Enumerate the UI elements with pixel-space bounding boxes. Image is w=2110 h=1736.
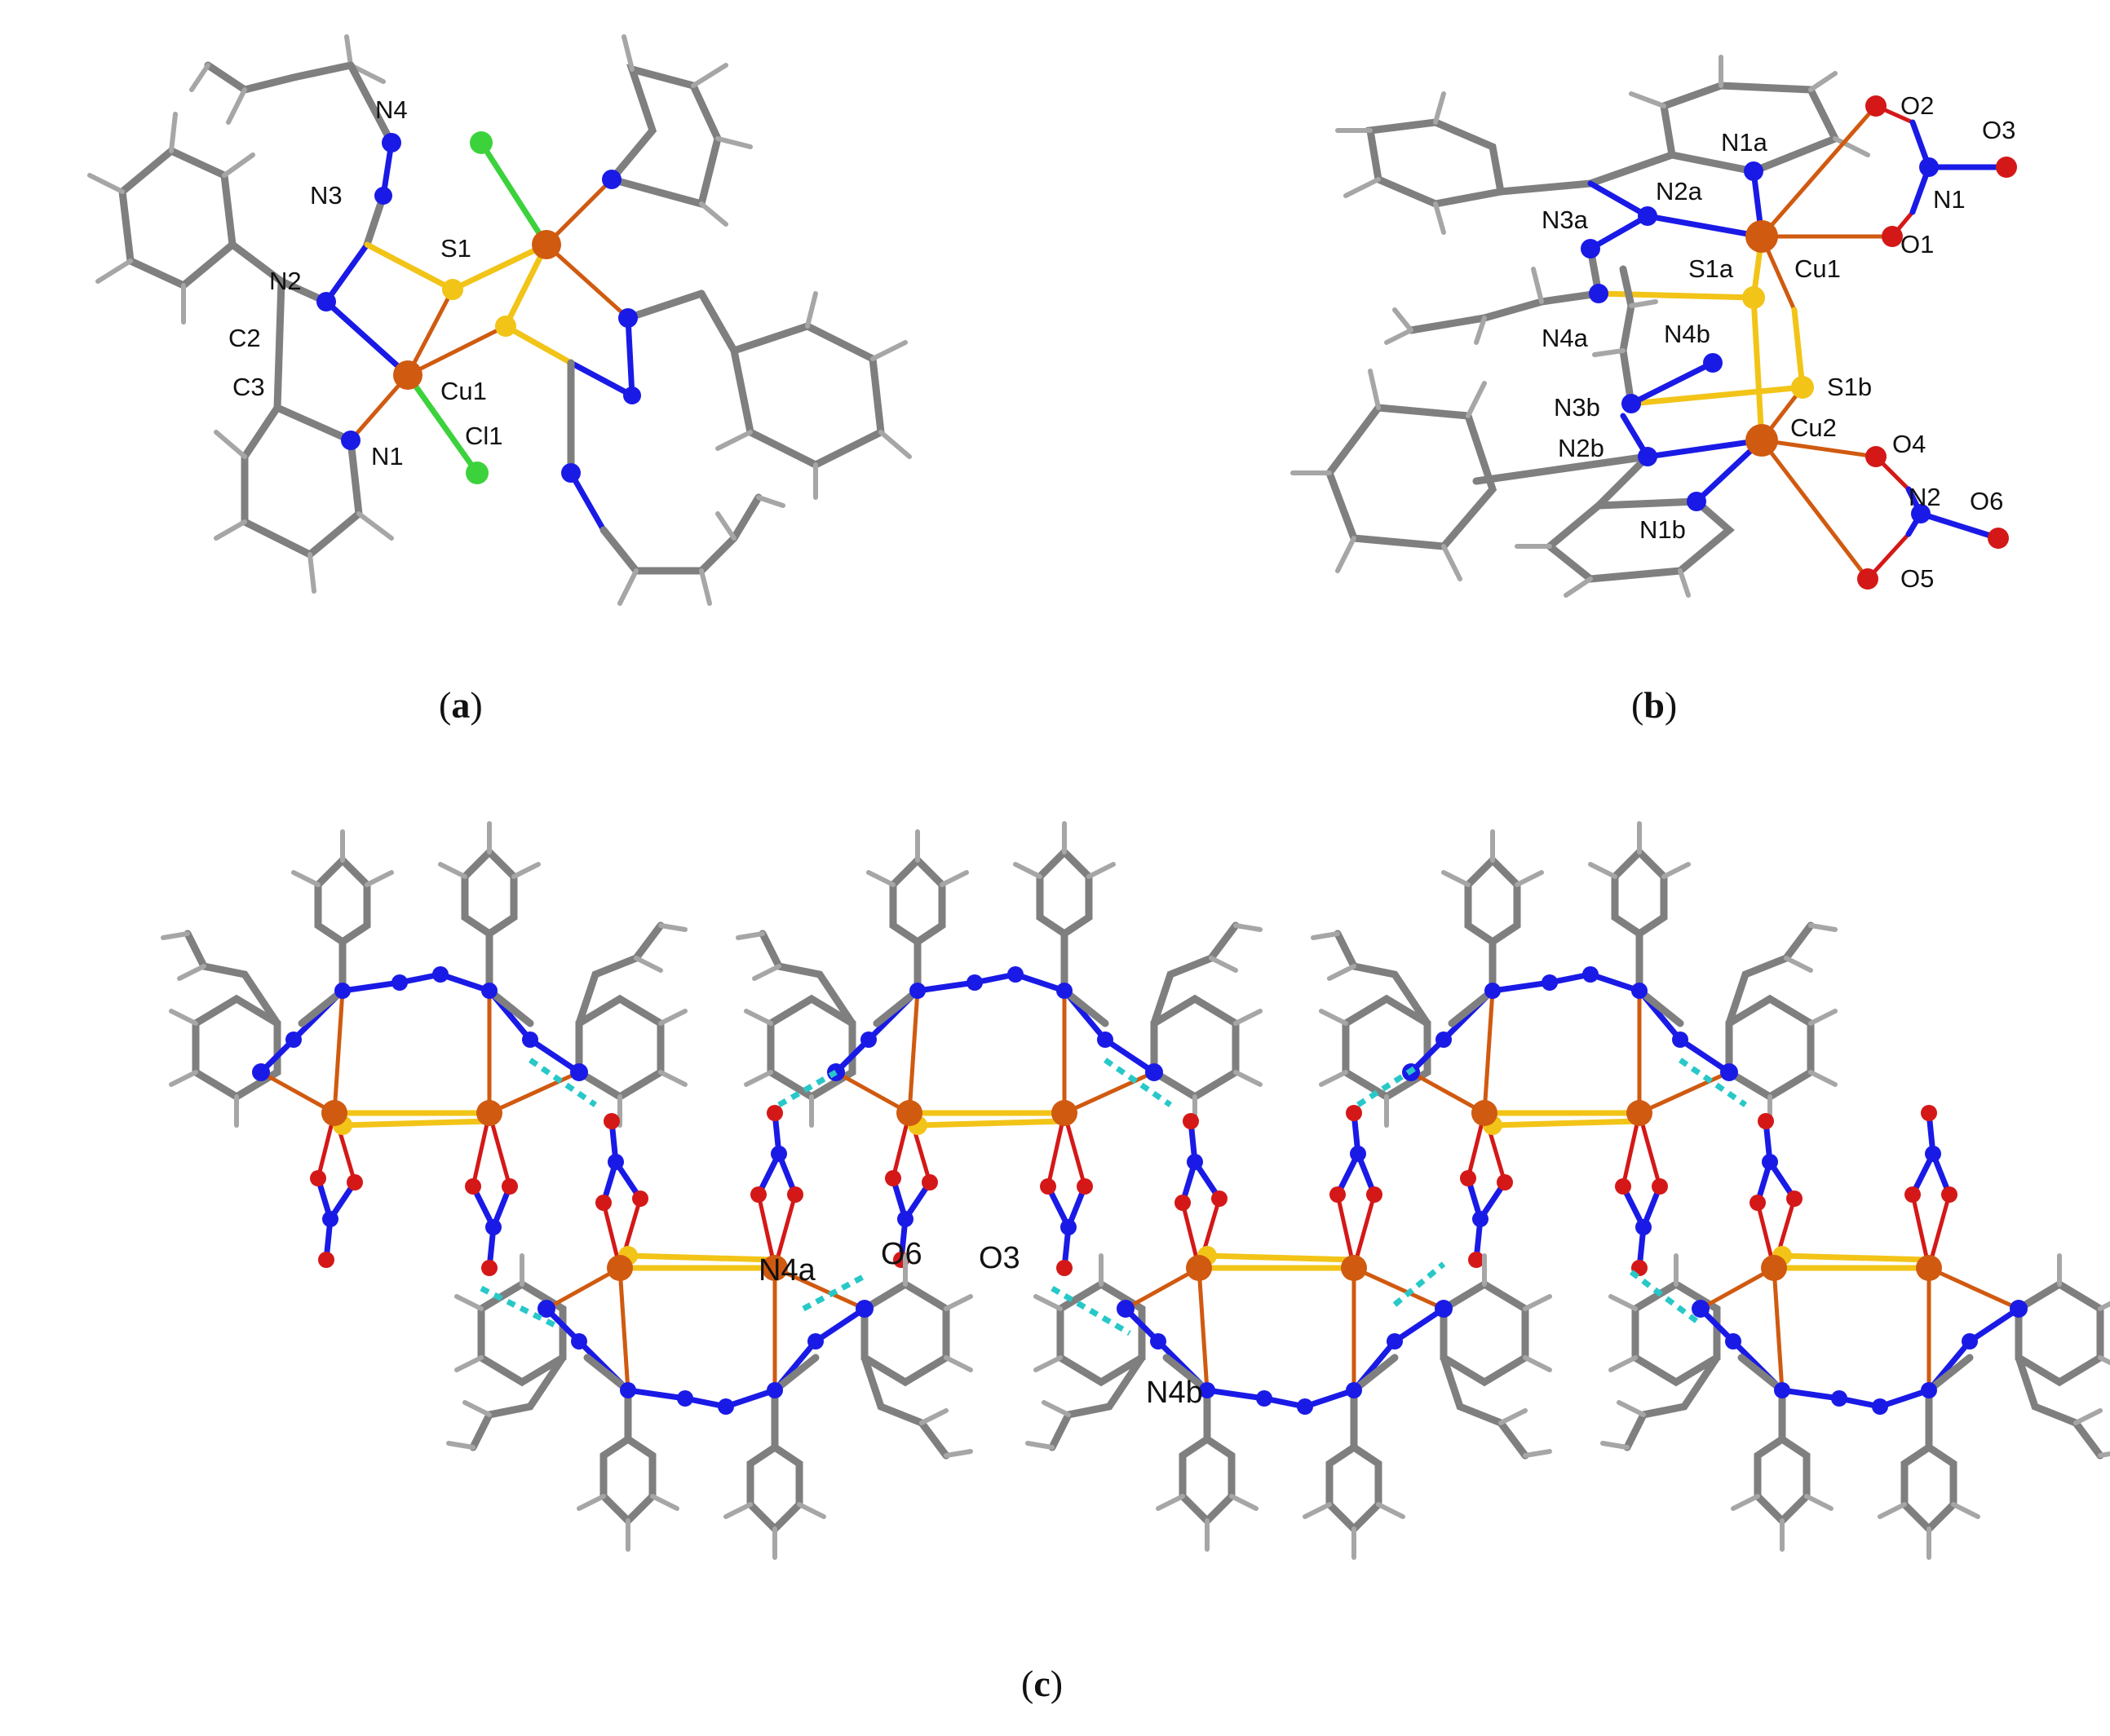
atom-label: N3b xyxy=(1554,393,1600,422)
atom-label: O6 xyxy=(881,1237,922,1271)
nitrogen-atom xyxy=(374,187,392,205)
atom-label: S1b xyxy=(1827,373,1872,401)
caption-a-letter: a xyxy=(451,684,470,726)
caption-c: (c) xyxy=(1021,1663,1063,1704)
nitrogen-atom xyxy=(341,431,361,450)
nitrogen-atom xyxy=(1638,206,1657,226)
nitrogen-atom xyxy=(382,133,401,152)
chlorine-atom xyxy=(470,131,493,154)
atom-label: S1 xyxy=(440,234,471,263)
sulfur-atom xyxy=(1791,376,1814,399)
caption-a: (a) xyxy=(439,684,483,726)
nitrogen-atom xyxy=(1911,504,1931,523)
nitrogen-atom xyxy=(316,292,336,311)
copper-atom xyxy=(1745,424,1778,457)
oxygen-atom xyxy=(1865,446,1887,467)
nitrogen-atom xyxy=(1638,447,1657,466)
atom-label: N4a xyxy=(1542,324,1589,352)
atom-label: N1a xyxy=(1721,128,1768,157)
phenyl-ring-a2 xyxy=(697,289,912,500)
dimer-unit-lower-3 xyxy=(1603,1105,2110,1557)
phenyl-ring-b2 xyxy=(1290,369,1497,581)
atom-label: C3 xyxy=(232,373,265,401)
chlorine-atom xyxy=(466,462,489,484)
atom-label: N2 xyxy=(1909,483,1941,511)
atom-label: N2a xyxy=(1656,177,1703,205)
pyridine-ring-a2 xyxy=(605,34,753,227)
atom-label: N3 xyxy=(310,181,343,210)
oxygen-atom xyxy=(1865,95,1887,117)
atom-label: Cu1 xyxy=(1794,254,1841,283)
copper-atom xyxy=(393,360,422,390)
nitrogen-atom xyxy=(623,387,641,404)
copper-atom xyxy=(532,230,561,259)
atom-label: O1 xyxy=(1900,230,1934,258)
atom-label: Cu1 xyxy=(440,377,487,405)
atom-label: Cu2 xyxy=(1790,413,1837,442)
atom-label: C2 xyxy=(228,324,261,352)
phenyl-ring-b1 xyxy=(1335,91,1595,235)
caption-c-letter: c xyxy=(1033,1663,1050,1704)
copper-atom xyxy=(1745,220,1778,253)
alkyl-chain-b1 xyxy=(1384,267,1603,345)
caption-b-letter: b xyxy=(1643,684,1665,726)
atom-label: S1a xyxy=(1688,254,1734,283)
nitrogen-atom xyxy=(602,170,621,189)
sulfur-atom xyxy=(495,316,516,337)
atom-label: N3a xyxy=(1542,205,1589,234)
nitrogen-atom xyxy=(561,463,581,483)
oxygen-atom xyxy=(1882,226,1903,247)
sulfur-atom xyxy=(442,279,463,300)
atom-label: O2 xyxy=(1900,91,1934,120)
nitrogen-atom xyxy=(618,308,638,328)
oxygen-atom xyxy=(1988,528,2009,549)
panel-b: O2 O3 N1a N2a N1 N3a Cu1 O1 S1a N4b N4a … xyxy=(1290,55,2017,598)
nitrogen-atom xyxy=(1703,353,1723,373)
atom-label: N1 xyxy=(371,442,404,470)
atom-label: N4b xyxy=(1146,1376,1203,1410)
panel-c: N4a O6 O3 N4b xyxy=(163,824,2110,1557)
nitrogen-atom xyxy=(1621,394,1641,413)
atom-label: O5 xyxy=(1900,564,1934,593)
nitrogen-atom xyxy=(1919,157,1939,177)
nitrogen-atom xyxy=(1687,492,1706,511)
oxygen-atom xyxy=(1996,157,2017,178)
atom-label: Cl1 xyxy=(465,422,503,450)
oxygen-atom xyxy=(1857,568,1878,590)
atom-label: O3 xyxy=(979,1241,1020,1275)
nitrogen-atom xyxy=(1581,239,1600,258)
caption-b: (b) xyxy=(1631,684,1677,726)
alkyl-chain-b2 xyxy=(1592,265,1658,408)
atom-label: N1b xyxy=(1639,515,1686,544)
panel-a: N4 N3 S1 N2 C2 C3 Cu1 N1 Cl1 xyxy=(87,34,912,606)
atom-label: O6 xyxy=(1970,487,2003,515)
pyridine-ring-b2 xyxy=(1515,453,1735,598)
nitrogen-atom xyxy=(1744,161,1763,181)
atom-label: N4b xyxy=(1664,320,1710,348)
atom-label: N4 xyxy=(375,95,408,124)
phenyl-ring-a1 xyxy=(87,112,285,325)
atom-label: O3 xyxy=(1982,116,2015,144)
atom-label: N4a xyxy=(759,1253,816,1288)
hydrogen-bonds xyxy=(480,1058,1747,1336)
atom-label: O4 xyxy=(1892,430,1926,458)
atom-label: N1 xyxy=(1933,185,1966,214)
atom-label: N2b xyxy=(1558,434,1604,462)
atom-label: N2 xyxy=(269,267,302,295)
sulfur-atom xyxy=(1742,286,1765,309)
nitrogen-atom xyxy=(1589,284,1608,303)
alkyl-chain-a2 xyxy=(599,493,785,606)
